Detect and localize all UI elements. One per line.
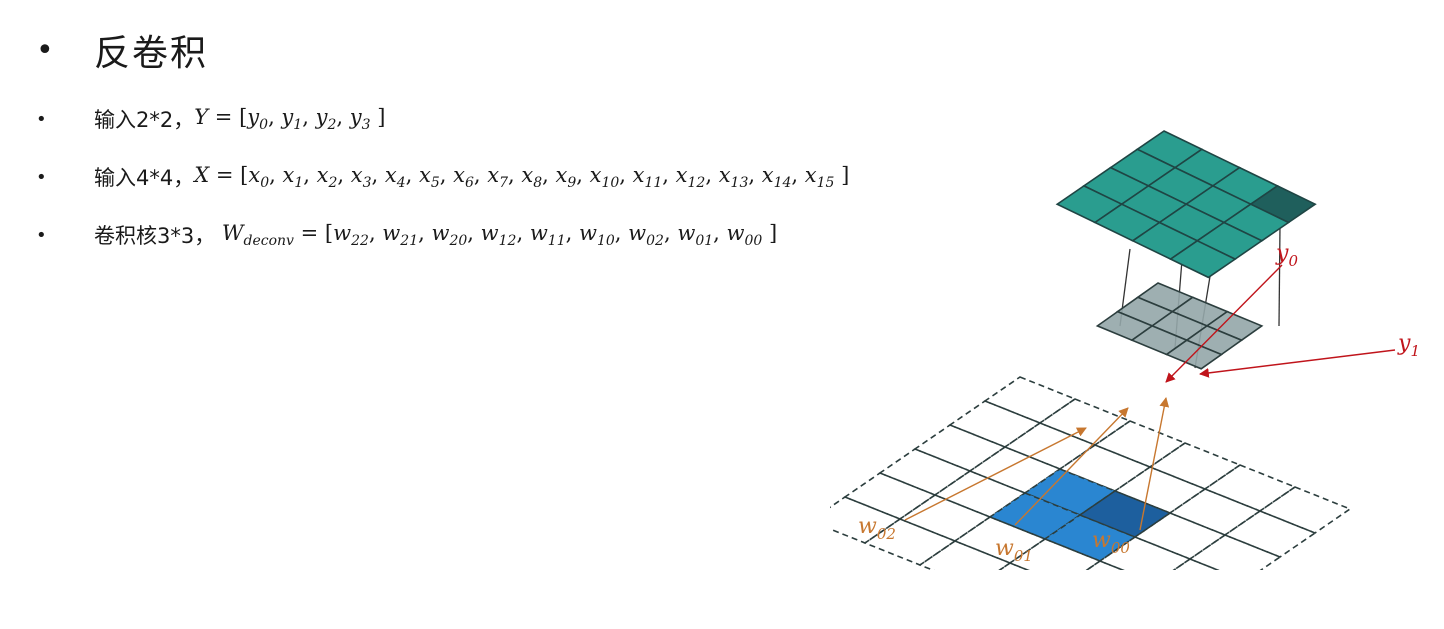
input-cell: [1172, 558, 1220, 570]
bullet-label: 输入4*4: [94, 166, 174, 190]
formula-term: x11: [632, 162, 663, 192]
kernel-grid: [1078, 282, 1264, 538]
input-cell: [1168, 488, 1262, 536]
input-cell: [898, 494, 992, 542]
bullet-formula: Y = [y0, y1, y2, y3 ]: [194, 104, 386, 134]
formula-term: w02: [628, 220, 664, 250]
formula-term: x2: [316, 162, 338, 192]
formula-term: x9: [555, 162, 577, 192]
formula-term: y0: [247, 104, 269, 134]
bullet-separator: ，: [194, 224, 222, 248]
input-cell: [1098, 536, 1192, 570]
formula-term: w00: [726, 220, 763, 250]
formula-term: y3: [349, 104, 371, 134]
bullet-formula: X = [x0, x1, x2, x3, x4, x5, x6, x7, x8,…: [194, 162, 850, 192]
bullet-dot: •: [36, 108, 47, 130]
formula-term: y2: [315, 104, 337, 134]
formula-lhs: X: [194, 162, 210, 187]
bullet-label: 输入2*2: [94, 108, 174, 132]
bullet-dot: •: [36, 224, 47, 246]
title-bullet: •: [36, 32, 54, 68]
formula-lhs-subscript: deconv: [243, 233, 294, 250]
formula-term: w11: [529, 220, 566, 250]
formula-term: x3: [350, 162, 372, 192]
formula-term: w01: [677, 220, 714, 250]
formula-term: w22: [333, 220, 369, 250]
bullet-item: • 输入4*4，X = [x0, x1, x2, x3, x4, x5, x6, …: [36, 158, 849, 196]
formula-term: x6: [453, 162, 474, 192]
bullet-list: •输入2*2，Y = [y0, y1, y2, y3 ]•输入4*4，X = […: [36, 100, 849, 274]
output-grid: [1055, 130, 1317, 279]
input-cell: [1008, 538, 1102, 570]
bullet-separator: ，: [173, 108, 195, 132]
formula-term: x12: [675, 162, 706, 192]
bullet-separator: ，: [173, 166, 195, 190]
annotation-labels: y0 y1 w02 w01 w00: [858, 241, 1420, 565]
formula-term: w10: [578, 220, 615, 250]
label-y0: y0: [1275, 241, 1298, 270]
formula-term: x1: [282, 162, 304, 192]
bullet-item: • 卷积核3*3， Wdeconv = [w22, w21, w20, w12, …: [36, 216, 849, 254]
overlap-cell: [1078, 490, 1172, 538]
formula-term: w20: [431, 220, 468, 250]
deconvolution-diagram: y0 y1 w02 w01 w00: [830, 130, 1420, 570]
input-cell: [1258, 486, 1352, 534]
input-cell: [913, 424, 1007, 472]
input-cell: [1085, 560, 1125, 570]
label-w01: w01: [995, 536, 1033, 565]
output-cell: [1169, 239, 1237, 279]
formula-term: y1: [281, 104, 303, 134]
formula-lhs: Y: [194, 104, 209, 129]
formula-lhs: W: [221, 220, 244, 245]
label-w02: w02: [858, 514, 896, 543]
label-w00: w00: [1092, 528, 1130, 557]
annotation-arrows: [904, 264, 1396, 531]
input-cell: [918, 540, 1012, 570]
label-y1: y1: [1397, 331, 1420, 360]
input-cell: [948, 400, 1042, 448]
formula-term: x13: [718, 162, 749, 192]
annotation-arrow: [1139, 397, 1170, 531]
formula-term: x10: [589, 162, 620, 192]
annotation-arrow: [1014, 407, 1129, 526]
input-cell: [1223, 510, 1317, 558]
bullet-dot: •: [36, 166, 47, 188]
formula-term: x8: [521, 162, 543, 192]
bullet-label: 卷积核3*3: [94, 224, 195, 248]
annotation-arrow: [904, 427, 1087, 521]
formula-term: w21: [382, 220, 419, 250]
bullet-item: • 输入2*2，Y = [y0, y1, y2, y3 ]: [36, 100, 849, 138]
input-cell: [983, 376, 1077, 424]
slide-title: • 反卷积: [36, 24, 208, 76]
annotation-arrow: [1165, 264, 1283, 383]
input-cell: [1203, 464, 1297, 512]
input-cell: [1188, 534, 1282, 570]
bullet-formula: Wdeconv = [w22, w21, w20, w12, w11, w10,…: [221, 220, 778, 250]
input-grid: [830, 376, 1352, 570]
formula-term: x5: [418, 162, 440, 192]
annotation-arrow: [1199, 349, 1396, 378]
input-cell: [878, 448, 972, 496]
formula-term: x14: [761, 162, 792, 192]
formula-term: w12: [480, 220, 517, 250]
formula-term: x7: [487, 162, 508, 192]
formula-term: x15: [804, 162, 835, 192]
formula-term: x4: [384, 162, 406, 192]
input-cell: [1148, 442, 1242, 490]
input-cell: [1038, 398, 1132, 446]
title-text: 反卷积: [94, 33, 209, 74]
projection-line: [1278, 225, 1281, 327]
formula-term: x0: [248, 162, 270, 192]
